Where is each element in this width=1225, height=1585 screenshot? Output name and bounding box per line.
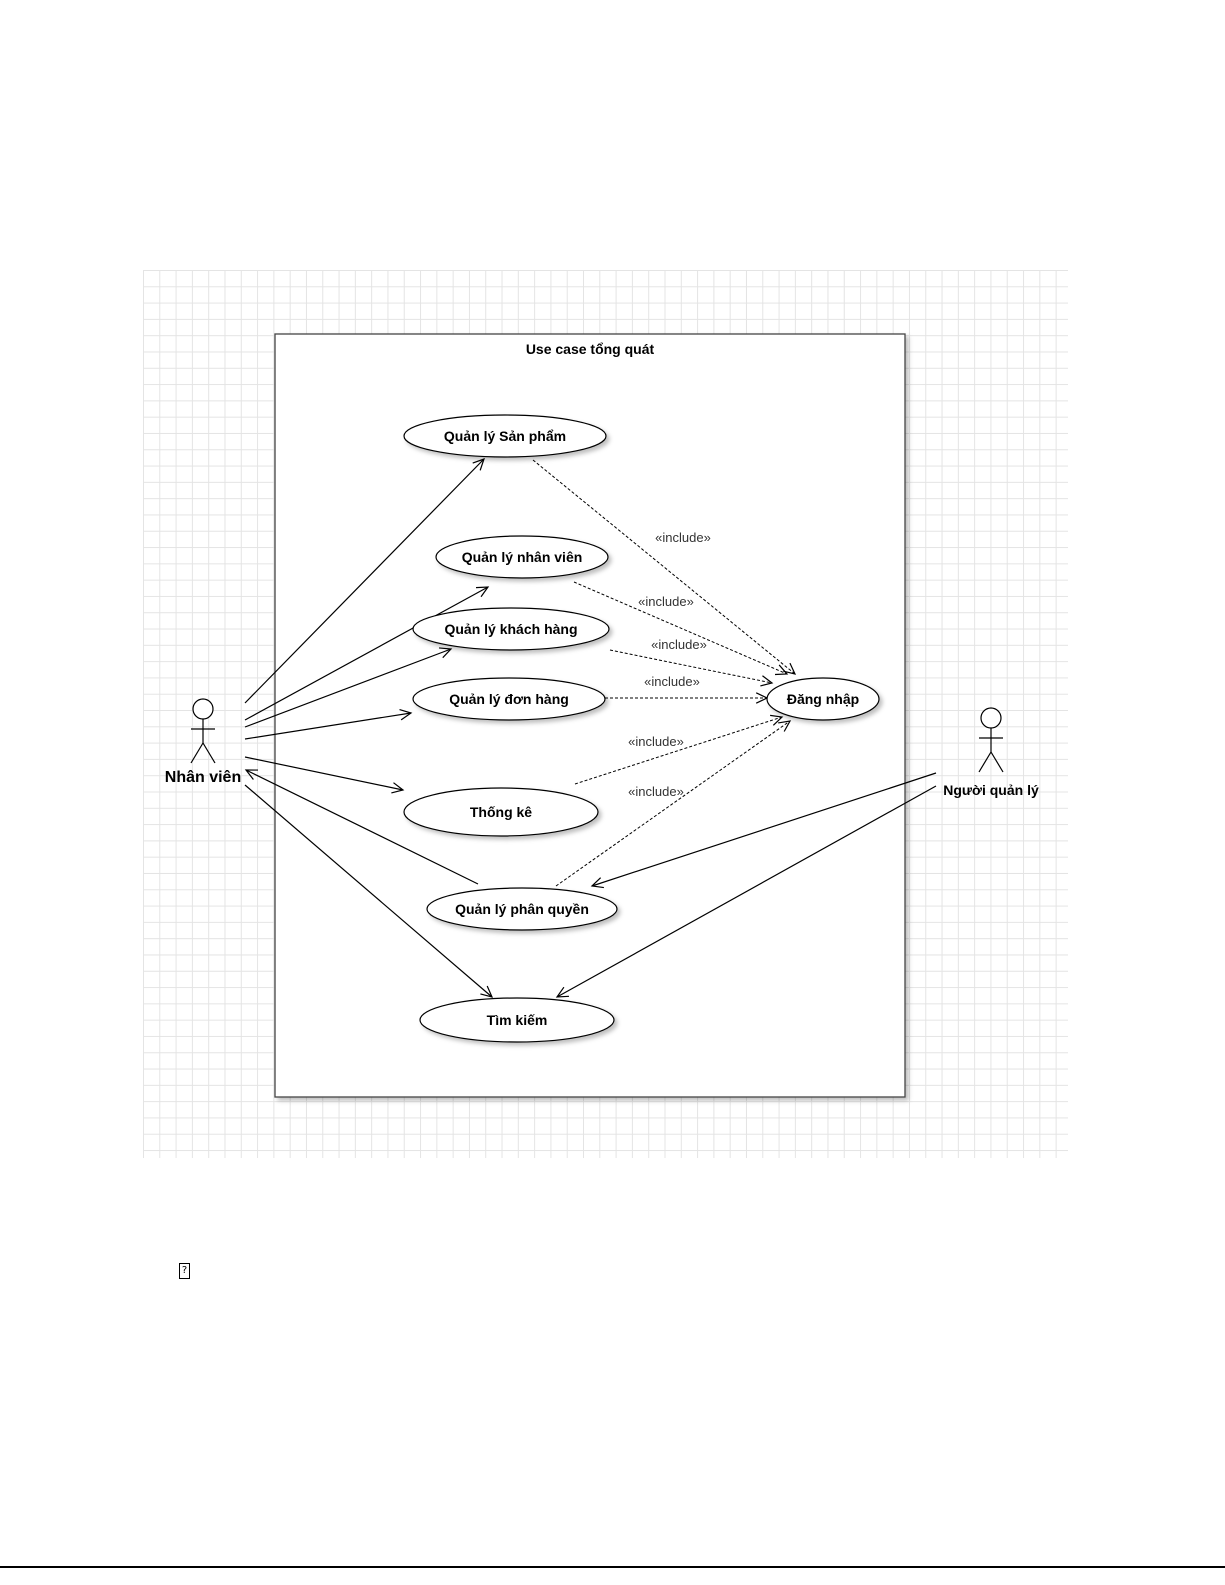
association-nhanvien-nhanvienuc[interactable] [244,586,490,721]
use-case-ellipse [435,535,609,579]
use-case-thongke[interactable]: Thống kê [403,787,599,837]
open-arrowhead-icon [778,720,792,732]
missing-glyph: ? [179,1263,190,1279]
association-nhanvien-khachhang[interactable] [244,647,453,728]
association-line [245,769,479,885]
include-label: «include» [655,530,711,545]
arrowhead-icon [391,782,405,794]
stick-figure-icon [978,707,1004,773]
open-arrowhead-icon [774,664,789,676]
arrowhead-icon [399,708,413,721]
arrowhead-icon [590,877,604,889]
stick-figure-icon [190,698,216,764]
use-case-ellipse [403,414,607,458]
use-case-ellipse [766,677,880,721]
include-label: «include» [651,637,707,652]
use-case-label: Đăng nhập [787,691,859,707]
use-case-ellipse [426,887,618,931]
open-arrowhead-icon [783,662,797,675]
arrowhead-icon [438,647,453,659]
use-case-ellipse [403,787,599,837]
include-line [573,581,788,675]
use-case-label: Tìm kiếm [487,1012,548,1028]
actor-nhanvien[interactable]: Nhân viên [165,698,241,786]
include-label: «include» [628,784,684,799]
open-arrowhead-icon [770,714,784,726]
association-line [244,648,452,728]
use-case-nhanvienuc[interactable]: Quản lý nhân viên [435,535,609,579]
association-line [591,772,937,887]
association-line [244,756,404,791]
use-case-dangnhap[interactable]: Đăng nhập [766,677,880,721]
use-case-khachhang[interactable]: Quản lý khách hàng [412,607,610,651]
association-line [244,586,489,721]
use-case-label: Thống kê [470,804,532,820]
actor-label: Người quản lý [943,782,1039,798]
arrowhead-icon [555,986,570,998]
include-line [574,716,783,785]
association-quanly-phanquyen[interactable] [590,772,937,889]
include-nhanvienuc-dangnhap[interactable]: «include» [573,581,789,676]
arrowhead-icon [472,458,485,471]
association-line [556,785,937,998]
actor-quanly[interactable]: Người quản lý [943,707,1039,798]
include-label: «include» [644,674,700,689]
system-boundary-title: Use case tổng quát [526,341,655,357]
use-case-label: Quản lý khách hàng [444,621,577,637]
association-nhanvien-timkiem[interactable] [244,784,494,998]
association-nhanvien-sanpham[interactable] [244,458,485,704]
association-line [244,712,412,740]
arrowhead-icon [475,586,490,598]
use-case-timkiem[interactable]: Tìm kiếm [419,997,615,1043]
association-line [244,784,493,998]
association-quanly-timkiem[interactable] [555,785,937,998]
include-sanpham-dangnhap[interactable]: «include» [532,459,797,675]
use-case-sanpham[interactable]: Quản lý Sản phẩm [403,414,607,458]
open-arrowhead-icon [760,675,774,687]
association-nhanvien-donhang[interactable] [244,708,413,740]
actor-label: Nhân viên [165,769,241,786]
include-line [609,649,773,684]
use-case-ellipse [412,677,606,721]
association-phanquyen-nhanvien[interactable] [244,769,479,885]
use-case-donhang[interactable]: Quản lý đơn hàng [412,677,606,721]
include-donhang-dangnhap[interactable]: «include» [605,674,769,704]
use-case-label: Quản lý phân quyền [455,901,589,917]
include-line [532,459,796,675]
use-case-label: Quản lý đơn hàng [449,691,569,707]
include-phanquyen-dangnhap[interactable]: «include» [555,720,792,887]
include-khachhang-dangnhap[interactable]: «include» [609,637,774,687]
include-label: «include» [628,734,684,749]
association-nhanvien-thongke[interactable] [244,756,405,794]
use-case-label: Quản lý nhân viên [462,549,583,565]
association-line [244,458,485,704]
arrowhead-icon [244,769,259,780]
arrowhead-icon [480,985,494,998]
use-case-ellipse [412,607,610,651]
use-case-phanquyen[interactable]: Quản lý phân quyền [426,887,618,931]
use-case-label: Quản lý Sản phẩm [444,428,566,444]
include-label: «include» [638,594,694,609]
include-line [555,720,791,887]
use-case-ellipse [419,997,615,1043]
include-thongke-dangnhap[interactable]: «include» [574,714,784,785]
page-bottom-rule [0,1566,1225,1568]
